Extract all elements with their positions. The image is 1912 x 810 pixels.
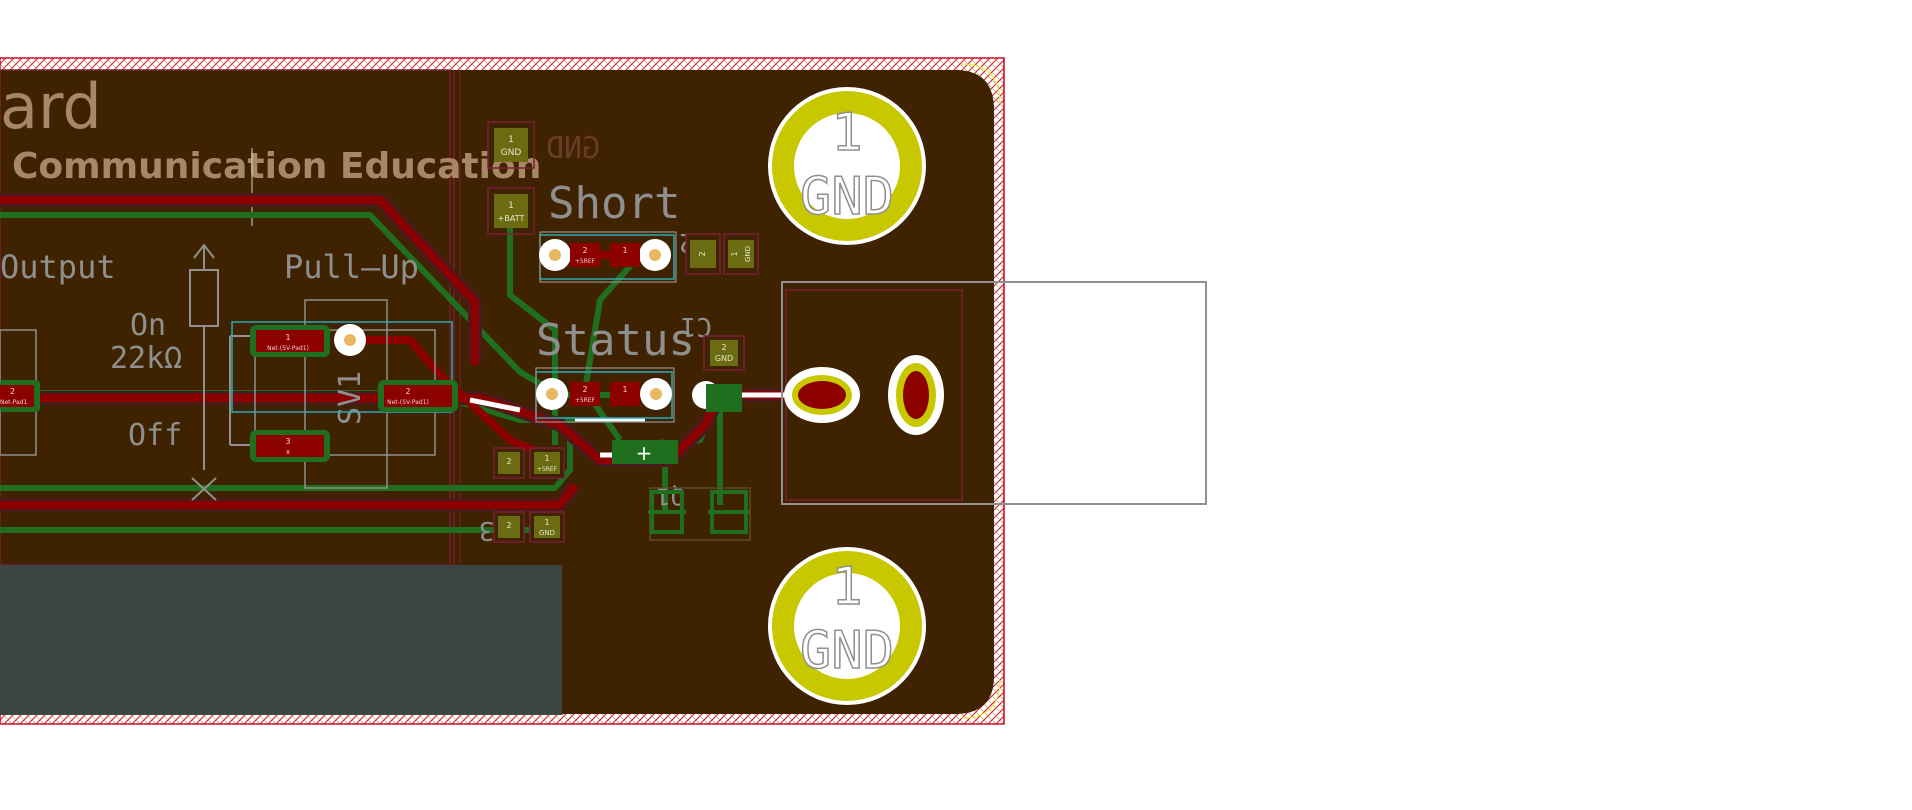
svg-text:2: 2 [582, 385, 587, 394]
pad-sv-pin1: 1 Net-(SV-Pad1) [250, 325, 330, 357]
pad-sv-pin2: 2 Net-(SV-Pad1) [378, 380, 458, 412]
label-status: Status [536, 315, 695, 366]
label-resistance: 22kΩ [110, 341, 182, 376]
mounting-hole-bottom: 1 GND [768, 547, 926, 705]
svg-text:x: x [286, 448, 290, 456]
pad-r-small-b: 1 +5REF [529, 447, 565, 479]
svg-text:Net-(SV-Pad1): Net-(SV-Pad1) [387, 399, 429, 406]
svg-text:3: 3 [285, 437, 290, 446]
switch-symbol [189, 243, 258, 501]
svg-text:GND: GND [539, 529, 555, 537]
svg-text:2: 2 [506, 521, 511, 530]
sensor-outline [781, 281, 1207, 505]
board-corner-arc-bottom [961, 679, 1001, 719]
pad-short-b: 1 [610, 243, 640, 267]
svg-text:2: 2 [405, 387, 410, 396]
pad-c2-b: 1 GND [723, 233, 759, 275]
mounting-hole-top: 1 GND [768, 87, 926, 245]
pad-status-b: 1 [610, 382, 640, 406]
pad-vbatt: 1 +BATT [487, 187, 535, 235]
q1-footprint: + [612, 440, 751, 541]
mh-bottom-net: GND [800, 621, 894, 681]
pad-c1-bottom [706, 384, 742, 412]
pad-status-a: 2 +5REF [570, 382, 600, 406]
svg-text:+5REF: +5REF [537, 466, 558, 473]
svg-text:1: 1 [622, 246, 627, 255]
pad-short-a: 2 +5REF [570, 243, 600, 267]
svg-text:2: 2 [698, 251, 707, 256]
pad-c1-top: 2 GND [703, 335, 745, 371]
title-line2: Communication Education [12, 146, 541, 187]
svg-text:1: 1 [544, 518, 549, 527]
label-output: Output [0, 248, 116, 286]
svg-text:+5REF: +5REF [575, 397, 596, 404]
svg-text:2: 2 [10, 387, 15, 396]
pad-oval-left [784, 367, 860, 423]
pad-c2-a: 2 [685, 233, 721, 275]
svg-text:GND: GND [501, 148, 522, 158]
via-sv1-drill [344, 334, 356, 346]
pad-r-small-a: 2 [493, 447, 525, 479]
mask-region [0, 565, 562, 715]
pad-gnd-top: 1 GND [487, 121, 535, 169]
svg-text:2: 2 [506, 457, 511, 466]
svg-text:Net-(SV-Pad1): Net-(SV-Pad1) [267, 345, 309, 352]
title-line1: ard [0, 70, 102, 143]
pad-oval-right [888, 355, 944, 435]
svg-text:2: 2 [582, 246, 587, 255]
svg-text:+BATT: +BATT [498, 214, 525, 223]
svg-text:1: 1 [730, 251, 739, 256]
svg-text:1: 1 [285, 333, 290, 342]
mh-top-number: 1 [831, 103, 862, 163]
label-pullup: Pull–Up [284, 248, 419, 286]
mh-bottom-number: 1 [831, 557, 862, 617]
svg-text:GND: GND [715, 354, 733, 363]
label-short: Short [548, 178, 680, 229]
pad-r3-a: 2 [493, 511, 525, 543]
sv1-courtyard [231, 321, 453, 413]
pad-sv-pin3: 3 x [250, 430, 330, 462]
svg-text:2: 2 [721, 343, 726, 352]
svg-text:1: 1 [508, 201, 514, 211]
label-on: On [130, 308, 166, 343]
pad-r3-b: 1 GND [529, 511, 565, 543]
label-off: Off [128, 418, 182, 453]
svg-text:GND: GND [744, 246, 752, 262]
mh-top-net: GND [800, 167, 894, 227]
status-outline [535, 367, 675, 423]
svg-text:1: 1 [508, 135, 514, 145]
label-sv1: SV1 [333, 371, 368, 425]
board-corner-arc-top [961, 63, 1001, 105]
board-body [0, 70, 994, 714]
pad-left-pin: 2 Net-Pad1 [0, 380, 40, 412]
via-status-right-drill [650, 388, 662, 400]
via-status-left-drill [546, 388, 558, 400]
svg-text:Net-Pad1: Net-Pad1 [0, 399, 28, 406]
svg-text:1: 1 [544, 454, 549, 463]
via-short-right-drill [649, 249, 661, 261]
svg-text:+5REF: +5REF [575, 258, 596, 265]
svg-text:+: + [636, 441, 653, 465]
via-short-left-drill [549, 249, 561, 261]
label-gnd-mirror: GND [546, 131, 600, 166]
svg-text:1: 1 [622, 385, 627, 394]
